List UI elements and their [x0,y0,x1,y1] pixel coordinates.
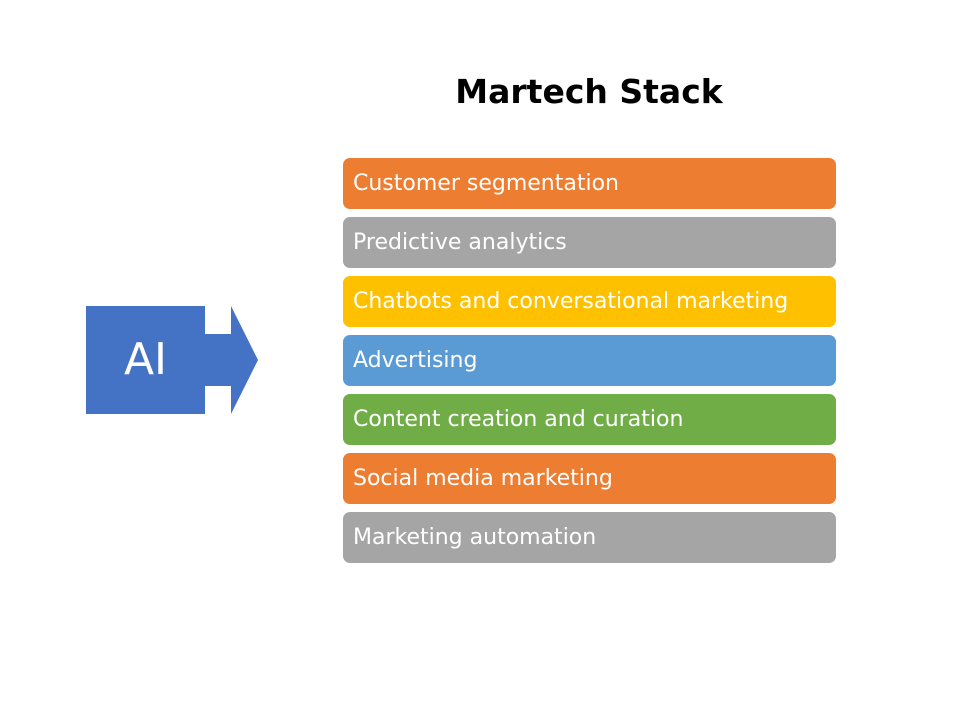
diagram-title: Martech Stack [455,72,723,111]
ai-source-block: AI [86,306,258,414]
stack-item: Advertising [343,335,836,386]
ai-label: AI [123,334,168,385]
stack-item: Chatbots and conversational marketing [343,276,836,327]
stack-item: Customer segmentation [343,158,836,209]
ai-arrow-shape [86,306,258,414]
stack-item: Marketing automation [343,512,836,563]
stack-item: Content creation and curation [343,394,836,445]
stack-item: Predictive analytics [343,217,836,268]
stack-item: Social media marketing [343,453,836,504]
